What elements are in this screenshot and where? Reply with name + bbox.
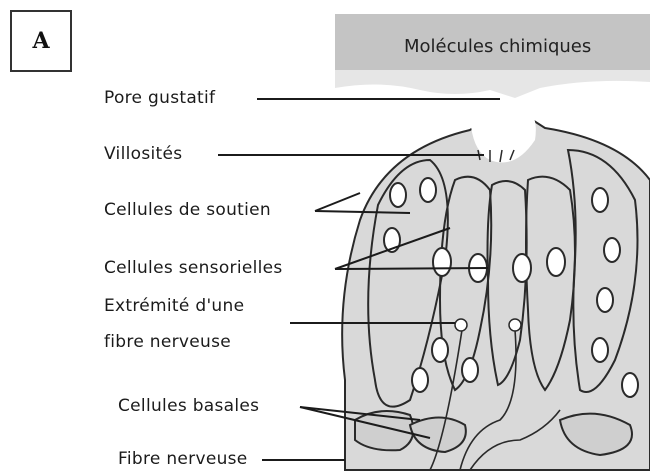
label-pore-gustatif: Pore gustatif (104, 88, 215, 108)
nucleus (412, 368, 428, 392)
nucleus (432, 338, 448, 362)
nucleus (597, 288, 613, 312)
nucleus (420, 178, 436, 202)
nerve-ending (509, 319, 521, 331)
label-extremite-line1: Extrémité d'une (104, 296, 244, 316)
nucleus (462, 358, 478, 382)
nucleus (622, 373, 638, 397)
nerve-ending (455, 319, 467, 331)
molecules-label: Molécules chimiques (404, 36, 591, 57)
leader-soutien-1 (315, 193, 360, 211)
nucleus (604, 238, 620, 262)
nucleus (433, 248, 451, 276)
leader-sensorielles-2 (335, 268, 488, 269)
nucleus (513, 254, 531, 282)
nucleus (592, 338, 608, 362)
label-cellules-basales: Cellules basales (118, 396, 259, 416)
label-cellules-soutien: Cellules de soutien (104, 200, 271, 220)
label-extremite-line2: fibre nerveuse (104, 332, 231, 352)
nucleus (592, 188, 608, 212)
nucleus (390, 183, 406, 207)
label-fibre-nerveuse: Fibre nerveuse (118, 449, 248, 469)
label-villosites: Villosités (104, 144, 182, 164)
epithelium-surface (335, 70, 650, 98)
nucleus (547, 248, 565, 276)
label-cellules-sensorielles: Cellules sensorielles (104, 258, 283, 278)
